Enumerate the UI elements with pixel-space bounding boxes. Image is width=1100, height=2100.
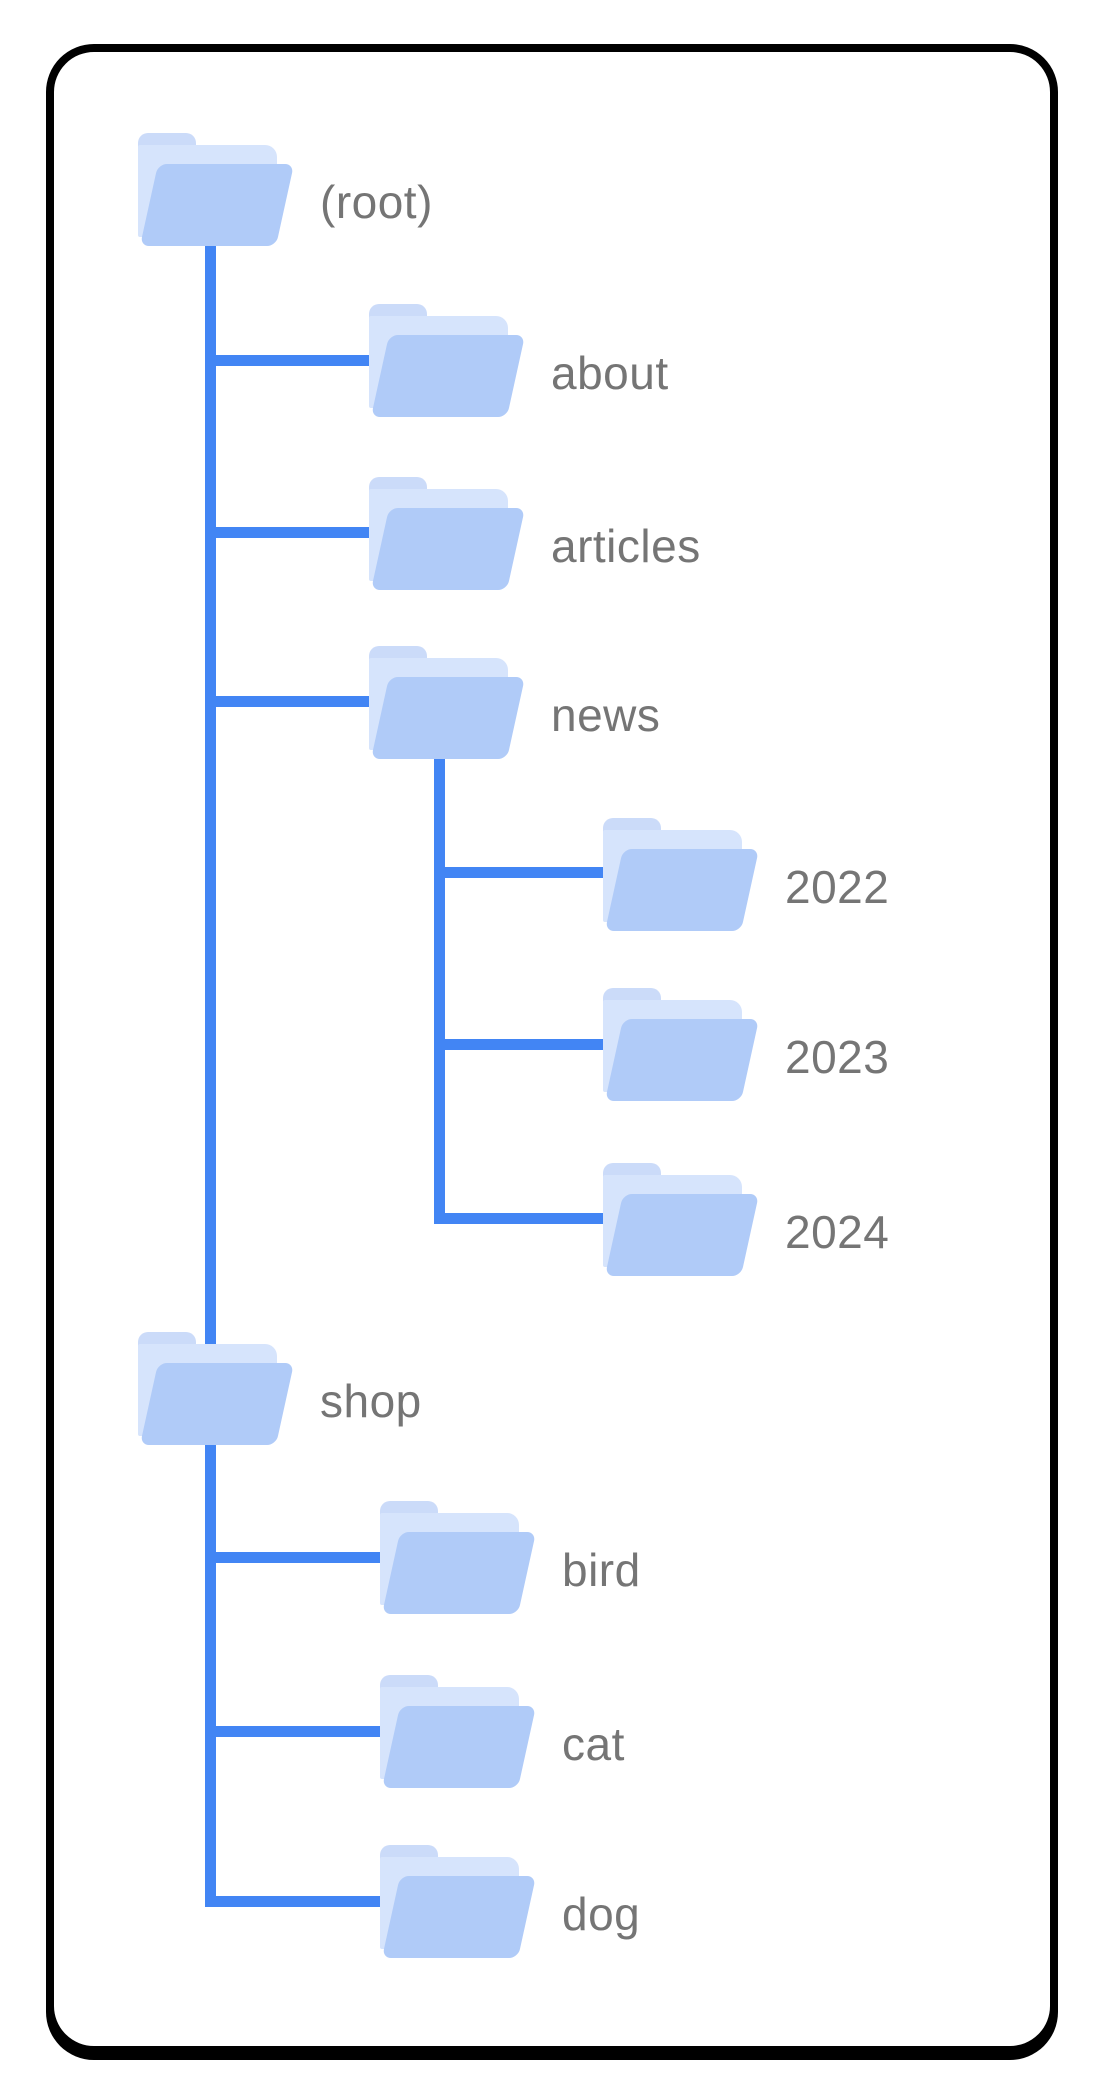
connector-news-trunk <box>434 759 445 1224</box>
connector-news-to-2022 <box>434 867 624 878</box>
tree-node-2023: 2023 <box>603 988 889 1101</box>
folder-label: 2023 <box>785 1031 890 1083</box>
folder-label: 2024 <box>785 1206 890 1258</box>
folder-front-panel <box>605 849 760 931</box>
tree-node-news: news <box>369 646 660 759</box>
connector-shop-to-bird <box>205 1552 401 1563</box>
folder-front-panel <box>605 1194 760 1276</box>
connector-root-to-news <box>205 696 390 707</box>
connector-news-to-2023 <box>434 1039 624 1050</box>
folder-front-panel <box>382 1532 537 1614</box>
folder-icon <box>138 133 295 246</box>
folder-label: 2022 <box>785 861 890 913</box>
folder-front-panel <box>371 677 526 759</box>
tree-node-bird: bird <box>380 1501 640 1614</box>
folder-front-panel <box>605 1019 760 1101</box>
folder-label: dog <box>562 1888 641 1940</box>
folder-icon <box>603 818 760 931</box>
connector-news-to-2024 <box>434 1213 624 1224</box>
tree-node-shop: shop <box>138 1332 421 1445</box>
tree-node-2024: 2024 <box>603 1163 889 1276</box>
folder-label: shop <box>320 1375 422 1427</box>
folder-front-panel <box>382 1706 537 1788</box>
folder-icon <box>138 1332 295 1445</box>
folder-label: about <box>551 347 669 399</box>
connector-root-trunk <box>205 246 216 1907</box>
folder-icon <box>380 1501 537 1614</box>
tree-node-about: about <box>369 304 668 417</box>
folder-icon <box>380 1675 537 1788</box>
folder-icon <box>603 988 760 1101</box>
tree-node-articles: articles <box>369 477 700 590</box>
tree-node-dog: dog <box>380 1845 640 1958</box>
folder-front-panel <box>382 1876 537 1958</box>
folder-label: (root) <box>320 176 433 228</box>
folder-front-panel <box>140 1363 295 1445</box>
connector-root-to-about <box>205 355 390 366</box>
folder-icon <box>603 1163 760 1276</box>
folder-icon <box>369 304 526 417</box>
folder-icon <box>369 477 526 590</box>
connector-shop-to-dog <box>205 1896 401 1907</box>
folder-icon <box>380 1845 537 1958</box>
folder-front-panel <box>371 335 526 417</box>
folder-label: cat <box>562 1718 625 1770</box>
tree-node-cat: cat <box>380 1675 624 1788</box>
folder-label: articles <box>551 520 701 572</box>
folder-label: news <box>551 689 661 741</box>
connector-shop-to-cat <box>205 1726 401 1737</box>
folder-icon <box>369 646 526 759</box>
folder-front-panel <box>371 508 526 590</box>
folder-front-panel <box>140 164 295 246</box>
tree-node-root: (root) <box>138 133 432 246</box>
tree-node-2022: 2022 <box>603 818 889 931</box>
connector-root-to-articles <box>205 527 390 538</box>
folder-label: bird <box>562 1544 641 1596</box>
